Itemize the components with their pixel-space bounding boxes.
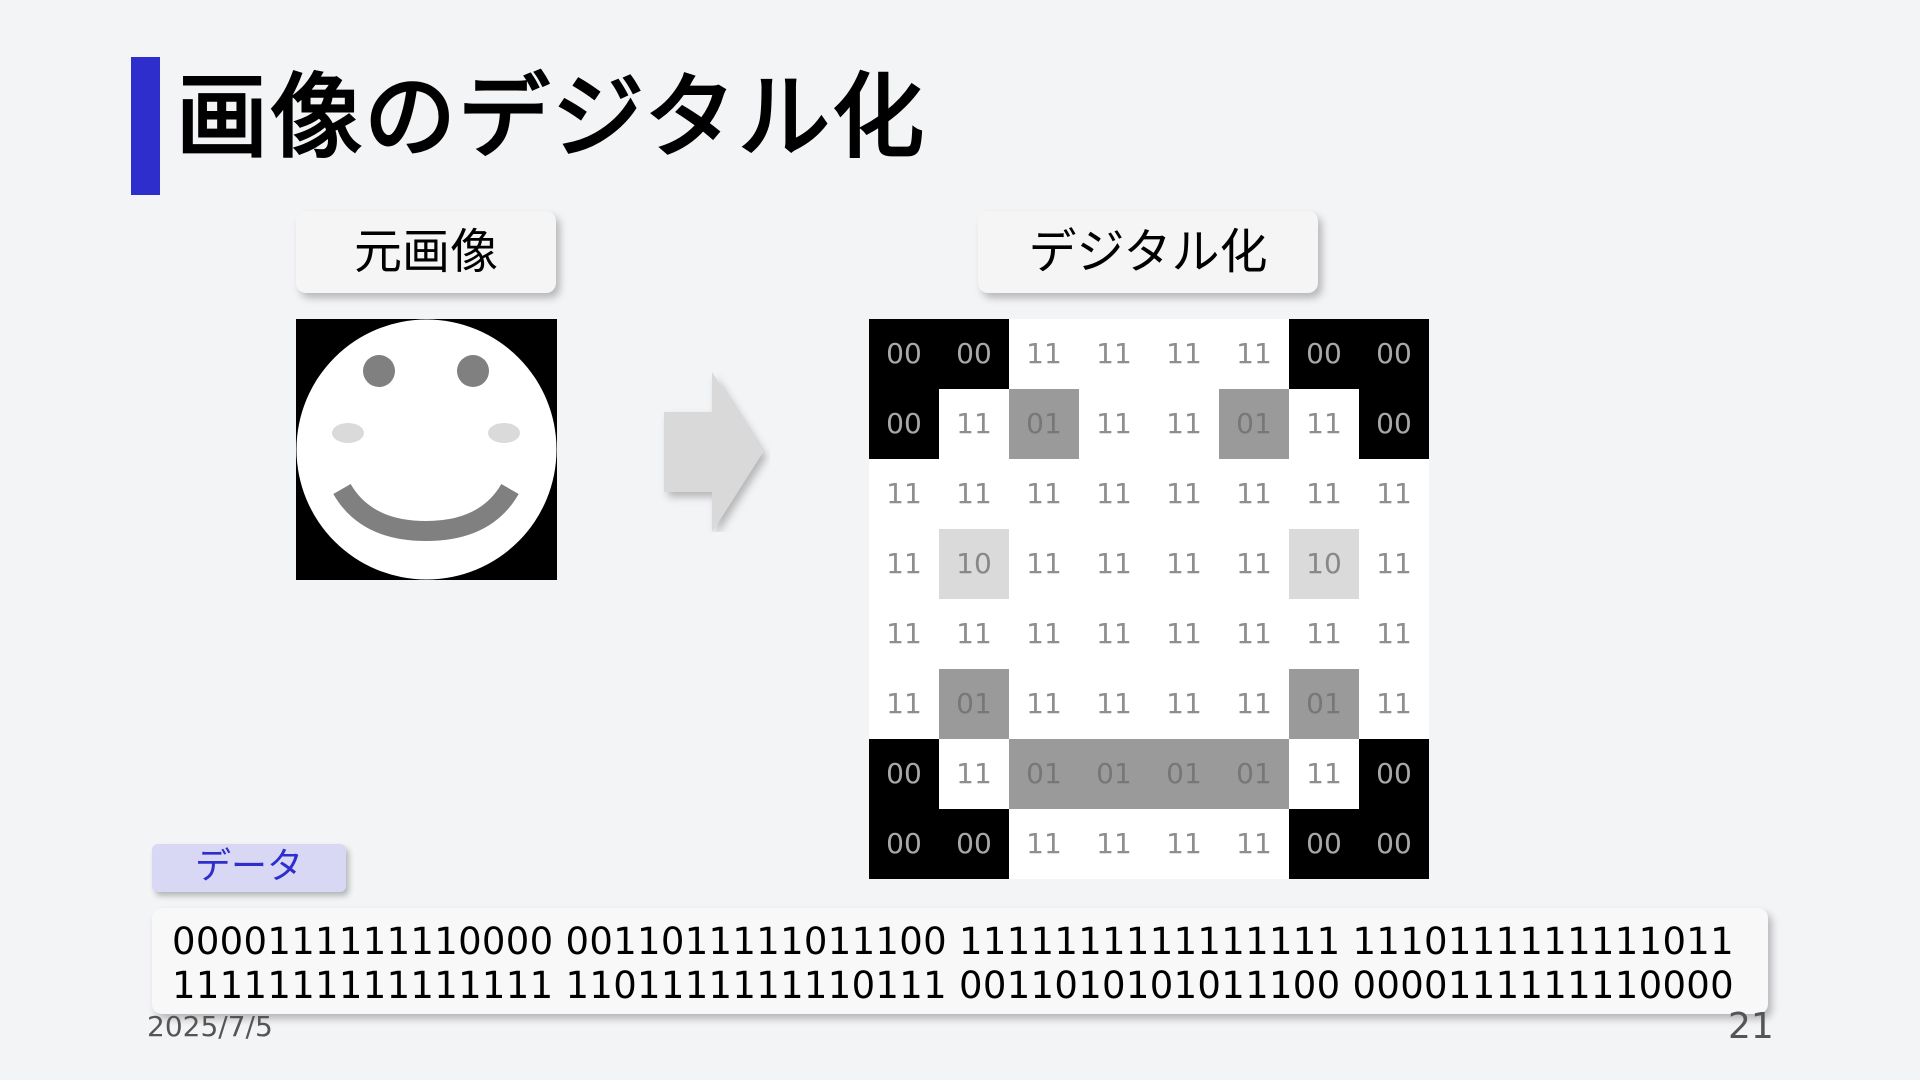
pixel-cell: 11 [1009, 599, 1079, 669]
pixel-cell: 11 [1149, 529, 1219, 599]
pixel-cell: 11 [1079, 669, 1149, 739]
pixel-cell: 11 [1219, 529, 1289, 599]
pixel-cell: 11 [939, 389, 1009, 459]
pixel-cell: 11 [1289, 739, 1359, 809]
pixel-cell: 11 [1009, 319, 1079, 389]
pixel-cell: 01 [1009, 739, 1079, 809]
pixel-cell: 01 [1289, 669, 1359, 739]
pixel-cell: 11 [1359, 529, 1429, 599]
pixel-cell: 11 [1359, 459, 1429, 529]
title-accent-bar [131, 57, 160, 195]
pixel-cell: 01 [1079, 739, 1149, 809]
pixel-cell: 11 [1079, 319, 1149, 389]
pixel-cell: 00 [869, 389, 939, 459]
pixel-cell: 10 [1289, 529, 1359, 599]
pixel-cell: 11 [1289, 599, 1359, 669]
pixel-cell: 11 [1359, 599, 1429, 669]
left-cheek [332, 423, 364, 443]
pixel-cell: 11 [1219, 809, 1289, 879]
pixel-cell: 11 [1359, 669, 1429, 739]
pixel-cell: 11 [939, 739, 1009, 809]
pixel-cell: 11 [939, 459, 1009, 529]
pixel-cell: 11 [1149, 459, 1219, 529]
smile-mouth [333, 483, 519, 542]
pixel-cell: 11 [1149, 319, 1219, 389]
right-eye [457, 355, 489, 387]
pixel-cell: 11 [869, 459, 939, 529]
pixel-cell: 11 [1289, 459, 1359, 529]
left-eye [363, 355, 395, 387]
pixel-cell: 01 [1219, 739, 1289, 809]
pixel-cell: 01 [1009, 389, 1079, 459]
pixel-cell: 00 [869, 739, 939, 809]
pixel-cell: 01 [1219, 389, 1289, 459]
pixel-cell: 00 [869, 809, 939, 879]
digitized-label: デジタル化 [978, 211, 1318, 293]
pixel-cell: 11 [1009, 669, 1079, 739]
pixel-cell: 00 [1359, 389, 1429, 459]
pixel-cell: 11 [1219, 459, 1289, 529]
binary-data-line-2: 1111111111111111 1101111111110111 001101… [172, 964, 1734, 1007]
footer-date: 2025/7/5 [147, 1010, 273, 1043]
pixel-cell: 11 [1149, 389, 1219, 459]
pixel-cell: 11 [1009, 459, 1079, 529]
pixel-cell: 00 [1359, 809, 1429, 879]
pixel-cell: 11 [869, 529, 939, 599]
pixel-cell: 11 [1149, 599, 1219, 669]
pixel-cell: 11 [1149, 669, 1219, 739]
data-label: データ [152, 844, 346, 892]
pixel-cell: 11 [1079, 389, 1149, 459]
pixel-cell: 01 [939, 669, 1009, 739]
pixel-cell: 00 [1359, 739, 1429, 809]
pixel-cell: 11 [1079, 809, 1149, 879]
slide-title: 画像のデジタル化 [176, 64, 927, 171]
pixel-cell: 00 [869, 319, 939, 389]
pixel-cell: 11 [869, 599, 939, 669]
pixel-cell: 00 [1289, 319, 1359, 389]
pixel-cell: 11 [939, 599, 1009, 669]
binary-data-box: 0000111111110000 0011011111011100 111111… [152, 908, 1768, 1014]
pixel-cell: 00 [939, 809, 1009, 879]
binary-data-line-1: 0000111111110000 0011011111011100 111111… [172, 920, 1734, 963]
pixel-cell: 00 [1289, 809, 1359, 879]
pixel-cell: 11 [1149, 809, 1219, 879]
arrow-right-icon [664, 372, 763, 532]
pixel-cell: 11 [1289, 389, 1359, 459]
pixel-cell: 01 [1149, 739, 1219, 809]
pixel-cell: 11 [1079, 529, 1149, 599]
pixel-cell: 11 [1009, 529, 1079, 599]
pixel-cell: 11 [1219, 669, 1289, 739]
original-smiley-image [296, 319, 557, 580]
right-cheek [488, 423, 520, 443]
pixel-cell: 00 [1359, 319, 1429, 389]
pixel-cell: 11 [1219, 319, 1289, 389]
pixel-cell: 00 [939, 319, 1009, 389]
pixel-cell: 11 [1219, 599, 1289, 669]
pixel-cell: 11 [1079, 459, 1149, 529]
pixel-cell: 11 [869, 669, 939, 739]
pixel-cell: 11 [1079, 599, 1149, 669]
page-number: 21 [1728, 1006, 1774, 1047]
pixel-cell: 10 [939, 529, 1009, 599]
original-image-label: 元画像 [296, 211, 556, 293]
pixel-cell: 11 [1009, 809, 1079, 879]
